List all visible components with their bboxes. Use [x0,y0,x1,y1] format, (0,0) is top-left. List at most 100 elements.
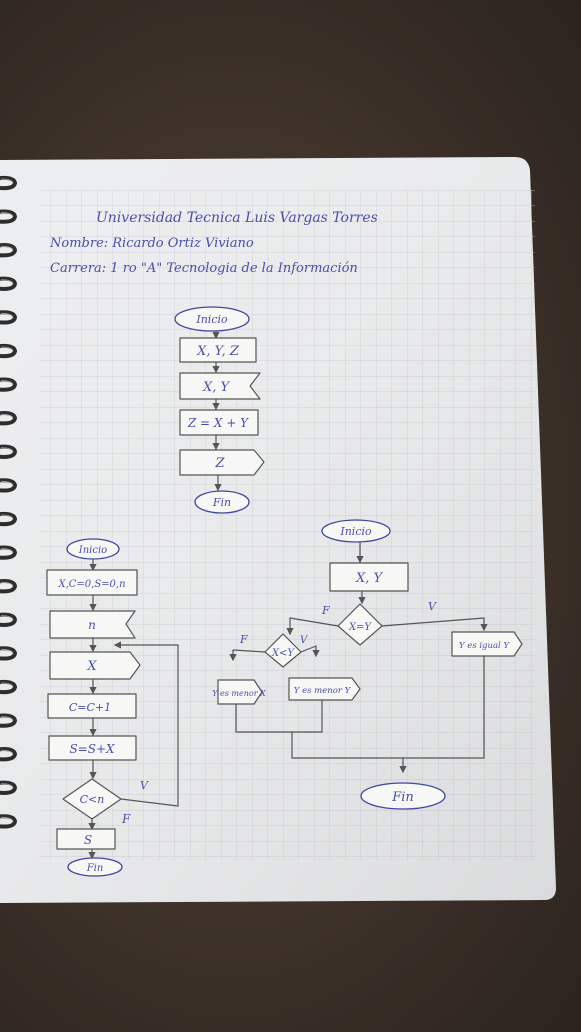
flow3-cond1-false-line [286,617,339,636]
flow2-sum-box [48,735,137,761]
spiral-ring-highlight [0,178,14,184]
flow3-output-right-label: Y es igual Y [459,641,511,651]
flow2-input-x-shape [49,651,141,680]
flow3-end-label: Fin [391,790,414,805]
flow2-input-n-label: n [88,618,96,632]
flow1-declare-label: X, Y, Z [196,344,240,359]
flow3-cond1-true-line [381,617,488,632]
flow3-input-label: X, Y [355,571,384,586]
flow3-output-left-label: Y es menor X [212,689,266,698]
spiral-ring [0,646,18,661]
flow3-cond1-false-label: F [321,604,330,617]
spiral-ring [0,175,18,191]
flow3-cond1-true-label: V [428,600,437,613]
header-line-1: Universidad Tecnica Luis Vargas Torres [96,210,378,226]
flow2-counter-box [47,693,137,719]
spiral-ring [0,545,18,560]
spiral-ring [0,444,18,459]
spiral-ring [0,276,18,291]
spiral-ring-highlight [0,346,14,352]
flow2-loop-line [113,641,179,807]
flow1-start-terminal [174,306,250,332]
flow1-input-label: X, Y [202,380,231,395]
flow3-output-right-shape [451,631,523,657]
spiral-ring-highlight [0,682,14,688]
flow2-sum-label: S=S+X [69,742,115,756]
spiral-ring [0,478,18,493]
flowchart-sum: Inicio X, Y, Z X, Y Z = X + Y Z Fin [174,306,265,514]
flow3-end-terminal [360,782,446,810]
flow3-cond2-false-label: F [239,633,248,646]
flow3-cond2-true-label: V [300,635,309,646]
header-line-3: Carrera: 1 ro "A" Tecnologia de la Infor… [50,261,358,276]
spiral-ring-highlight [0,816,14,822]
flow1-input-shape [179,372,261,400]
spiral-ring-highlight [0,648,14,654]
spiral-ring-highlight [0,716,14,721]
spiral-ring-highlight [0,581,14,587]
flow3-input-box [329,562,409,592]
spiral-ring-highlight [0,783,14,788]
flow2-end-terminal [67,857,123,877]
flow3-condition1-label: X=Y [348,622,372,633]
flow2-start-label: Inicio [78,545,107,556]
header-line-2: Nombre: Ricardo Ortiz Viviano [49,236,254,251]
spiral-ring-highlight [0,245,14,251]
flow2-false-label: F [121,812,131,826]
flow2-condition-label: C<n [80,793,105,806]
flow3-start-terminal [321,519,391,543]
spiral-ring [0,377,18,392]
flow3-cond2-false-line [229,649,266,662]
flowchart-compare: Inicio X, Y X=Y F V X<Y F V Y es menor X… [212,519,523,810]
spiral-ring [0,814,18,829]
flow3-output-left-shape [217,679,263,705]
spiral-ring [0,343,18,359]
flow1-declare-box [179,337,257,363]
flow3-cond2-true-line [300,645,320,658]
flow3-merge-left [235,699,323,733]
flow2-input-x-label: X [86,659,97,674]
flow1-output-shape [179,449,265,476]
spiral-ring-highlight [0,514,14,520]
spiral-ring [0,209,18,224]
flow1-end-terminal [194,490,250,514]
flow1-process-label: Z = X + Y [187,416,249,430]
spiral-ring [0,411,18,426]
spiral-ring-highlight [0,212,14,217]
flow2-counter-label: C=C+1 [69,701,111,714]
spiral-ring-highlight [0,548,14,553]
flow2-true-label: V [140,779,149,792]
flow1-start-label: Inicio [195,313,228,326]
flow2-end-label: Fin [86,863,104,874]
flow2-init-label: X,C=0,S=0,n [57,579,125,590]
spiral-ring-highlight [0,480,14,486]
flow2-input-n-shape [49,610,136,639]
flow2-output-box [56,828,116,850]
spiral-ring-highlight [0,615,14,620]
spiral-ring-highlight [0,749,14,755]
flow3-condition2-label: X<Y [271,648,295,659]
spiral-ring-highlight [0,312,14,318]
spiral-ring [0,747,18,762]
spiral-ring [0,243,18,258]
flow3-output-mid-label: Y es menor Y [294,686,352,696]
spiral-ring-highlight [0,447,14,452]
flow1-process-box [179,409,259,436]
spiral-ring [0,713,18,728]
spiral-ring-highlight [0,279,14,284]
flow3-start-label: Inicio [339,525,372,538]
notebook-page [0,157,556,903]
flow1-end-label: Fin [212,496,231,509]
flowchart-loop: Inicio X,C=0,S=0,n n X C=C+1 S=S+X C<n V… [46,538,179,877]
flow3-condition1-diamond [337,603,383,646]
flow3-condition2-diamond [264,633,302,668]
spiral-ring-highlight [0,413,14,419]
spiral-ring [0,310,18,325]
flow3-merge-right [291,655,485,759]
header: Universidad Tecnica Luis Vargas Torres N… [49,210,378,276]
spiral-ring [0,780,18,795]
flow1-output-label: Z [214,456,225,471]
spiral-binding [0,175,18,829]
spiral-ring-highlight [0,380,14,385]
